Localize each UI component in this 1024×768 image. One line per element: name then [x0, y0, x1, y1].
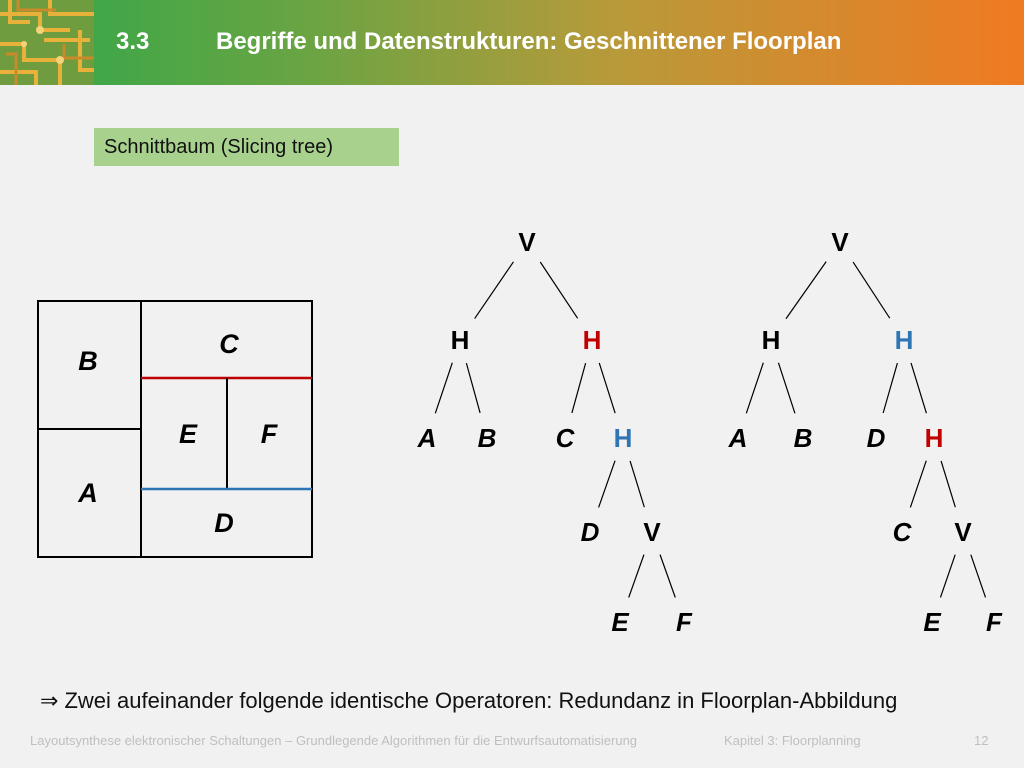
tree-edge	[571, 362, 587, 414]
tree-edge	[852, 261, 891, 319]
tree-leaf-node: C	[893, 517, 913, 547]
floorplan: B A C E F D	[37, 300, 313, 558]
tree-edge	[539, 261, 579, 319]
footer-course: Layoutsynthese elektronischer Schaltunge…	[30, 733, 638, 748]
page-title: Begriffe und Datenstrukturen: Geschnitte…	[216, 28, 842, 55]
floorplan-right-block	[140, 300, 313, 558]
tree-edge	[909, 460, 927, 508]
tree-leaf-node: A	[728, 423, 748, 453]
tree-edge	[598, 460, 616, 508]
tree-leaf-node: F	[676, 607, 693, 637]
footer-chapter: Kapitel 3: Floorplanning	[724, 733, 861, 748]
conclusion-text: ⇒Zwei aufeinander folgende identische Op…	[40, 688, 897, 714]
floorplan-label-c: C	[219, 329, 239, 359]
floorplan-label-e: E	[179, 419, 198, 449]
tree-edge	[465, 362, 481, 414]
tree-operator-node: V	[643, 517, 661, 547]
tree-operator-node: H	[762, 325, 781, 355]
floorplan-label-a: A	[77, 478, 98, 508]
tree-edge	[628, 554, 645, 598]
tree-operator-node: V	[831, 227, 849, 257]
tree-edge	[598, 362, 616, 414]
tree-leaf-node: F	[986, 607, 1003, 637]
footer-page-number: 12	[974, 733, 989, 748]
tree-edge	[939, 554, 956, 598]
tree-operator-node: H	[451, 325, 470, 355]
tree-edge	[910, 362, 927, 414]
tree-edge	[970, 554, 987, 598]
tree-edge	[745, 362, 764, 414]
tree-leaf-node: B	[478, 423, 497, 453]
tree-edge	[629, 460, 645, 508]
tree-edge	[474, 261, 514, 319]
tree-operator-node: H	[925, 423, 944, 453]
tree-edge	[434, 362, 453, 414]
section-number: 3.3	[116, 28, 150, 55]
conclusion-sentence: Zwei aufeinander folgende identische Ope…	[64, 688, 898, 713]
tree-leaf-node: A	[417, 423, 437, 453]
circuit-board-icon	[0, 0, 94, 85]
tree-operator-node: H	[583, 325, 602, 355]
tree-operator-node: H	[895, 325, 914, 355]
tree-operator-node: V	[518, 227, 536, 257]
floorplan-label-d: D	[214, 508, 234, 538]
tree-edge	[659, 554, 676, 598]
floorplan-label-f: F	[261, 419, 279, 449]
tree-leaf-node: E	[923, 607, 941, 637]
header-bar: 3.3 Begriffe und Datenstrukturen: Geschn…	[0, 0, 1024, 85]
tree-edge	[785, 261, 827, 320]
implies-arrow-icon: ⇒	[40, 688, 59, 713]
tree-leaf-node: D	[867, 423, 886, 453]
slicing-tree-1: V H H A B C H D V E F	[417, 227, 693, 637]
tree-leaf-node: D	[581, 517, 600, 547]
section-label: Schnittbaum (Slicing tree)	[94, 128, 399, 166]
tree-leaf-node: B	[794, 423, 813, 453]
tree-edge	[940, 460, 956, 508]
tree-operator-node: H	[614, 423, 633, 453]
tree-edge	[882, 362, 898, 414]
floorplan-label-b: B	[78, 346, 98, 376]
tree-edge	[777, 362, 796, 414]
tree-leaf-node: E	[611, 607, 629, 637]
tree-operator-node: V	[954, 517, 972, 547]
circuit-logo	[0, 0, 94, 85]
slicing-tree-2: V H H A B D H C V E F	[728, 227, 1003, 637]
tree-leaf-node: C	[556, 423, 576, 453]
